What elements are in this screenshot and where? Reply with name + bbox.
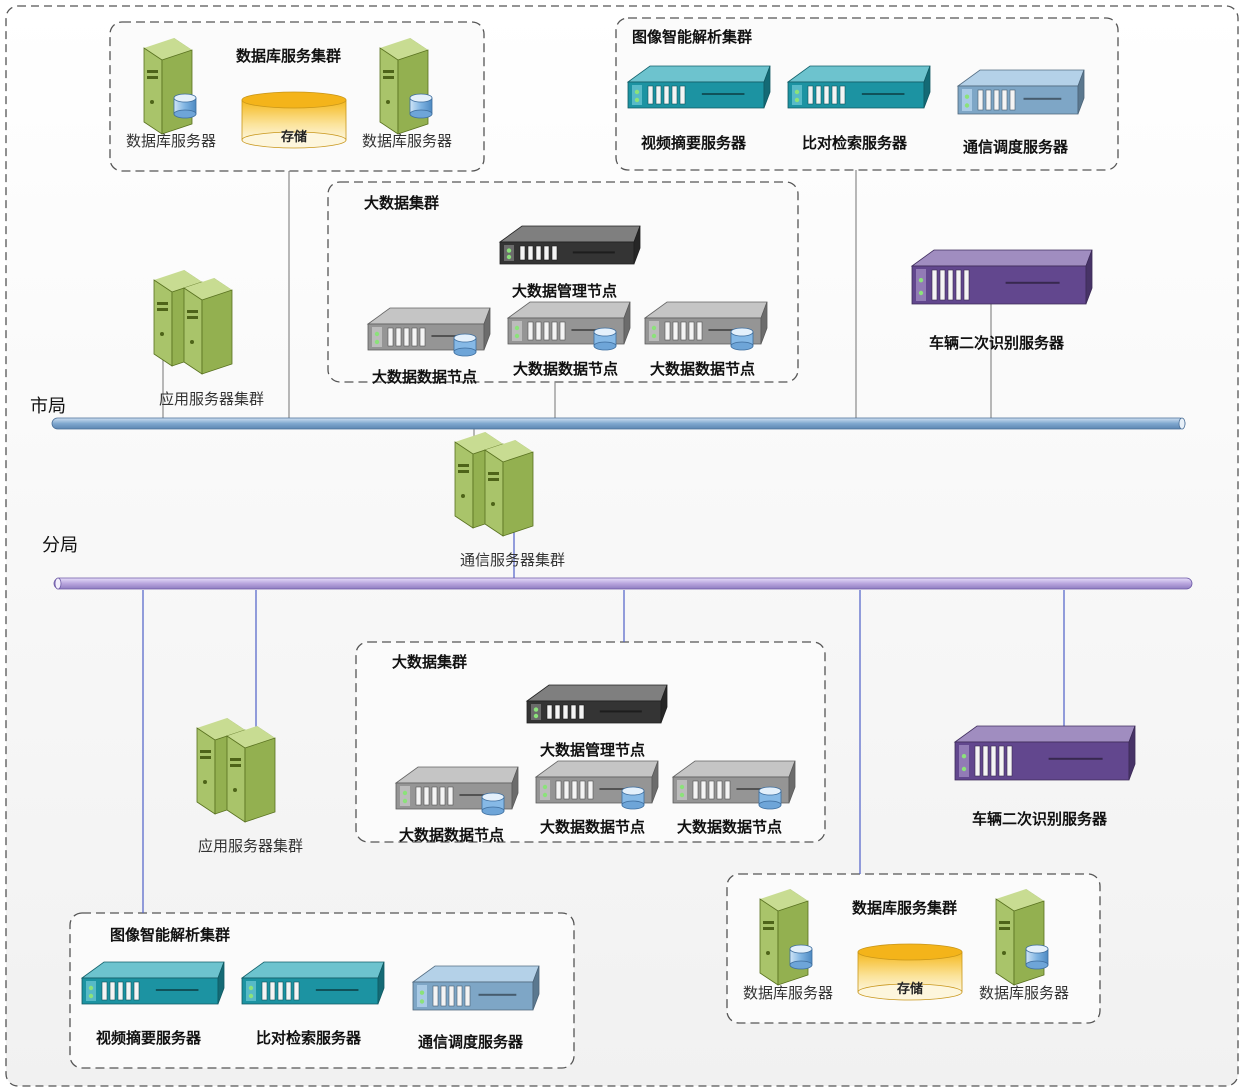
city-bigdata-node2-icon bbox=[506, 301, 631, 351]
branch-db-server-right-icon bbox=[996, 889, 1048, 985]
city-db-server-right-label: 数据库服务器 bbox=[362, 132, 453, 150]
branch-storage-icon bbox=[857, 943, 963, 1001]
branch-comm-dispatch-server-label: 通信调度服务器 bbox=[418, 1033, 524, 1051]
comm-cluster-label: 通信服务器集群 bbox=[460, 551, 566, 569]
city-comm-dispatch-server-icon bbox=[956, 69, 1085, 115]
city-level-label: 市局 bbox=[30, 396, 66, 417]
branch-vehicle-server-icon bbox=[953, 725, 1136, 781]
branch-app-cluster-label: 应用服务器集群 bbox=[198, 837, 304, 855]
branch-comm-dispatch-server-icon bbox=[411, 965, 540, 1011]
city-app-cluster-label: 应用服务器集群 bbox=[159, 390, 265, 408]
branch-storage-label: 存储 bbox=[897, 982, 924, 997]
city-db-server-left-icon bbox=[144, 38, 196, 134]
branch-bigdata-node1-label: 大数据数据节点 bbox=[399, 826, 505, 844]
branch-video-server-icon bbox=[80, 961, 225, 1005]
city-bigdata-mgmt-label: 大数据管理节点 bbox=[512, 282, 618, 300]
branch-db-server-left-label: 数据库服务器 bbox=[743, 984, 834, 1002]
city-bigdata-node1-icon bbox=[366, 307, 491, 357]
branch-compare-server-icon bbox=[240, 961, 385, 1005]
branch-bigdata-node3-label: 大数据数据节点 bbox=[677, 818, 783, 836]
branch-vehicle-server-label: 车辆二次识别服务器 bbox=[972, 810, 1108, 828]
city-comm-dispatch-server-label: 通信调度服务器 bbox=[963, 138, 1069, 156]
branch-image-cluster-title: 图像智能解析集群 bbox=[110, 926, 231, 944]
city-bigdata-node3-icon bbox=[643, 301, 768, 351]
city-vehicle-server-icon bbox=[910, 249, 1093, 305]
branch-bigdata-node2-label: 大数据数据节点 bbox=[540, 818, 646, 836]
branch-bigdata-node1-icon bbox=[394, 766, 519, 816]
branch-db-server-left-icon bbox=[760, 889, 812, 985]
city-storage-icon bbox=[241, 91, 347, 149]
branch-compare-server-label: 比对检索服务器 bbox=[256, 1029, 362, 1047]
city-bigdata-cluster-title: 大数据集群 bbox=[364, 194, 440, 212]
city-video-server-icon bbox=[626, 65, 771, 109]
branch-level-label: 分局 bbox=[42, 535, 78, 556]
city-db-server-left-label: 数据库服务器 bbox=[126, 132, 217, 150]
city-storage-label: 存储 bbox=[281, 130, 308, 145]
city-bigdata-mgmt-icon bbox=[498, 225, 641, 265]
branch-app-server-cluster-icon bbox=[197, 718, 275, 822]
branch-bigdata-mgmt-icon bbox=[525, 684, 668, 724]
city-image-cluster-title: 图像智能解析集群 bbox=[632, 28, 753, 46]
city-bigdata-node1-label: 大数据数据节点 bbox=[372, 368, 478, 386]
branch-db-cluster-title: 数据库服务集群 bbox=[852, 899, 958, 917]
branch-bigdata-cluster-title: 大数据集群 bbox=[392, 653, 468, 671]
city-video-server-label: 视频摘要服务器 bbox=[641, 134, 747, 152]
branch-bigdata-mgmt-label: 大数据管理节点 bbox=[540, 741, 646, 759]
city-bigdata-node3-label: 大数据数据节点 bbox=[650, 360, 756, 378]
city-network-bus bbox=[51, 417, 1186, 430]
branch-bigdata-node3-icon bbox=[671, 760, 796, 810]
city-vehicle-server-label: 车辆二次识别服务器 bbox=[929, 334, 1065, 352]
branch-db-server-right-label: 数据库服务器 bbox=[979, 984, 1070, 1002]
branch-network-bus bbox=[53, 577, 1193, 590]
city-bigdata-node2-label: 大数据数据节点 bbox=[513, 360, 619, 378]
city-compare-server-label: 比对检索服务器 bbox=[802, 134, 908, 152]
branch-bigdata-node2-icon bbox=[534, 760, 659, 810]
city-app-server-cluster-icon bbox=[154, 270, 232, 374]
comm-server-cluster-icon bbox=[455, 432, 533, 536]
branch-video-server-label: 视频摘要服务器 bbox=[96, 1029, 202, 1047]
city-compare-server-icon bbox=[786, 65, 931, 109]
city-db-server-right-icon bbox=[380, 38, 432, 134]
city-db-cluster-title: 数据库服务集群 bbox=[236, 47, 342, 65]
